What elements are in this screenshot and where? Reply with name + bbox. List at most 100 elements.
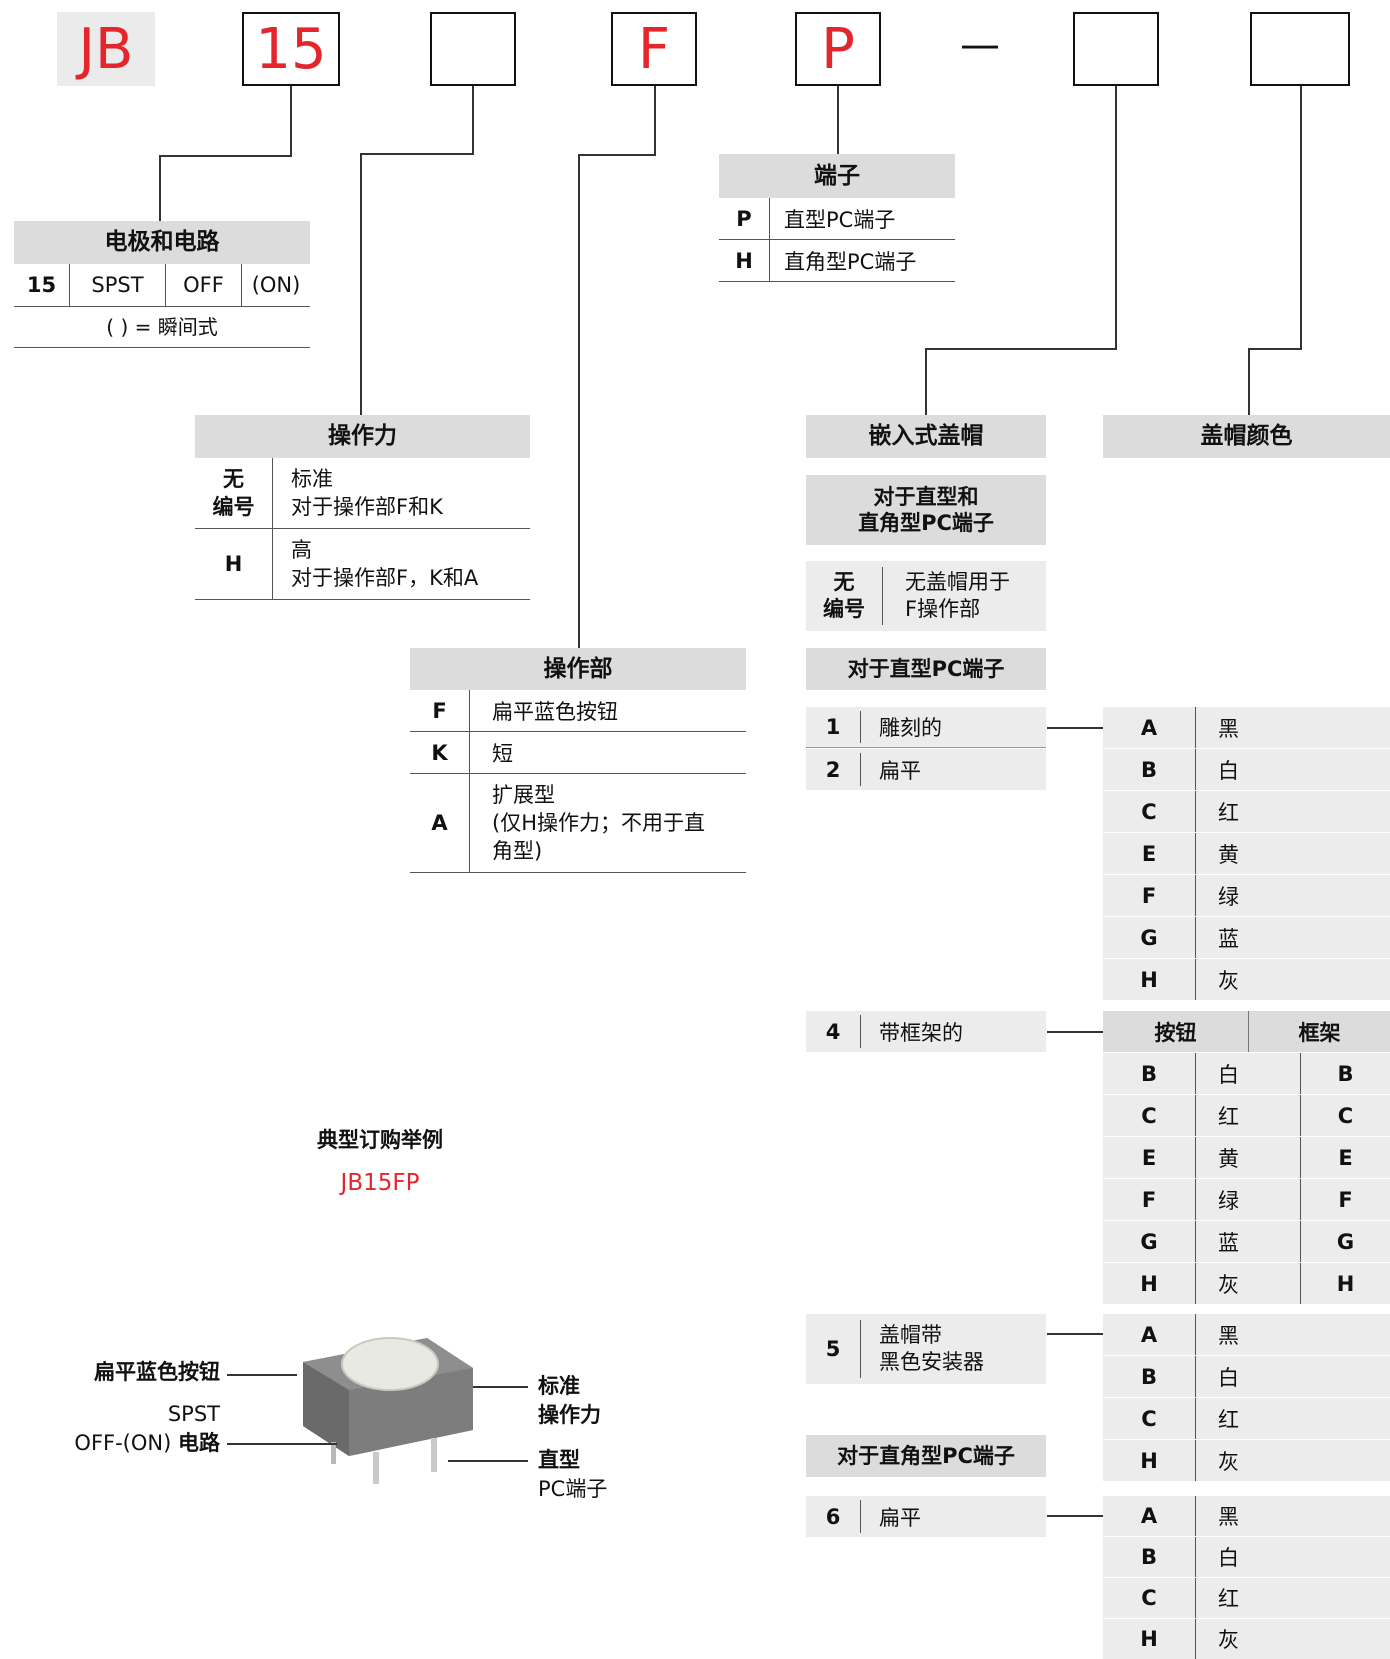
cap-none-row: 无 编号 无盖帽用于 F操作部 [806,561,1046,631]
force-desc: 高 对于操作部F，K和A [272,529,530,599]
cap-code: 2 [825,757,841,782]
button-color-header: 按钮 [1154,1020,1197,1045]
cap-none-desc: 无盖帽用于 F操作部 [882,567,1046,625]
color-code: G [1140,925,1158,950]
force-table: 操作力 无 编号 标准 对于操作部F和K H 高 对于操作部F，K和A [195,415,530,600]
actuator-code: F [432,698,447,723]
color-name: 黑 [1195,1314,1390,1355]
cap-option-2: 2 扁平 [806,749,1046,790]
example-title: 典型订购举例 [317,1128,443,1152]
actuator-title: 操作部 [410,648,746,690]
color-code: C [1141,1586,1157,1610]
terminal-table: 端子 P 直型PC端子 H 直角型PC端子 [719,154,955,282]
color-name: 白 [1195,1537,1390,1577]
color-group-2-header: 按钮 框架 [1103,1011,1390,1052]
cap-code: 6 [825,1504,841,1529]
color-code: B [1140,1061,1157,1086]
code-box-force [430,12,516,86]
color-name: 绿 [1195,1179,1300,1220]
color-name: 红 [1195,1578,1390,1618]
color-code: B [1140,757,1157,782]
actuator-row-f: F 扁平蓝色按钮 [410,690,746,732]
color-code: A [1140,1322,1158,1347]
color-name: 黑 [1195,707,1390,748]
force-code: H [224,552,243,576]
terminal-row-h: H 直角型PC端子 [719,240,955,282]
circuit-state-1: OFF [165,264,241,306]
terminal-row-p: P 直型PC端子 [719,198,955,240]
color-name: 白 [1195,1356,1390,1397]
color-title: 盖帽颜色 [1103,415,1390,458]
cap-option-1: 1 雕刻的 [806,707,1046,748]
cap-sub-rightangle: 对于直角型PC端子 [806,1435,1046,1477]
circuit-table: 电极和电路 15 SPST OFF (ON) ( ) = 瞬间式 [14,221,310,348]
color-name: 黑 [1195,1496,1390,1536]
color-code: F [1141,883,1157,908]
circuit-code: 15 [26,273,57,297]
cap-title: 嵌入式盖帽 [806,415,1046,458]
actuator-row-k: K 短 [410,732,746,774]
callout-button: 扁平蓝色按钮 [94,1360,220,1384]
color-code: C [1141,1406,1157,1431]
circuit-note: ( ) = 瞬间式 [14,307,310,348]
code-box-circuit: 15 [242,12,340,86]
actuator-code: K [431,740,448,765]
force-desc: 标准 对于操作部F和K [272,458,530,528]
color-name: 绿 [1195,875,1390,916]
color-code: H [1140,967,1158,992]
actuator-row-a: A 扩展型 (仅H操作力；不用于直 角型) [410,774,746,873]
callout-circuit-1: SPST [167,1402,220,1426]
color-name: 灰 [1195,1263,1300,1304]
cap-option-5: 5 盖帽带 黑色安装器 [806,1314,1046,1384]
example-code: JB15FP [340,1170,420,1196]
force-title: 操作力 [195,415,530,458]
color-name: 红 [1195,1095,1300,1136]
cap-desc: 雕刻的 [860,711,1046,743]
color-name: 红 [1195,791,1390,832]
code-dash: — [960,22,1000,68]
color-code: H [1140,1627,1158,1651]
cap-code: 1 [825,715,841,739]
callout-circuit-type: OFF-(ON) [74,1431,172,1455]
cap-desc: 扁平 [860,753,1046,786]
code-box-terminal: P [795,12,881,86]
terminal-code: H [735,248,753,273]
cap-code: 5 [825,1337,841,1361]
actuator-desc: 扁平蓝色按钮 [469,690,746,731]
terminal-code: P [736,206,752,231]
terminal-title: 端子 [719,154,955,198]
callout-terminal-1: 直型 [538,1448,580,1472]
frame-code: F [1300,1179,1390,1220]
color-name: 灰 [1195,1440,1390,1481]
circuit-title: 电极和电路 [14,221,310,264]
color-code: E [1141,841,1157,866]
frame-code: B [1300,1053,1390,1094]
circuit-pole: SPST [69,264,165,306]
actuator-table: 操作部 F 扁平蓝色按钮 K 短 A 扩展型 (仅H操作力；不用于直 角型) [410,648,746,873]
force-row-standard: 无 编号 标准 对于操作部F和K [195,458,530,529]
actuator-desc: 扩展型 (仅H操作力；不用于直 角型) [469,774,746,872]
cap-none-code: 无 编号 [823,570,865,621]
frame-code: H [1300,1263,1390,1304]
cap-code: 4 [825,1019,841,1044]
color-code: H [1140,1271,1158,1296]
actuator-code: A [431,811,448,835]
